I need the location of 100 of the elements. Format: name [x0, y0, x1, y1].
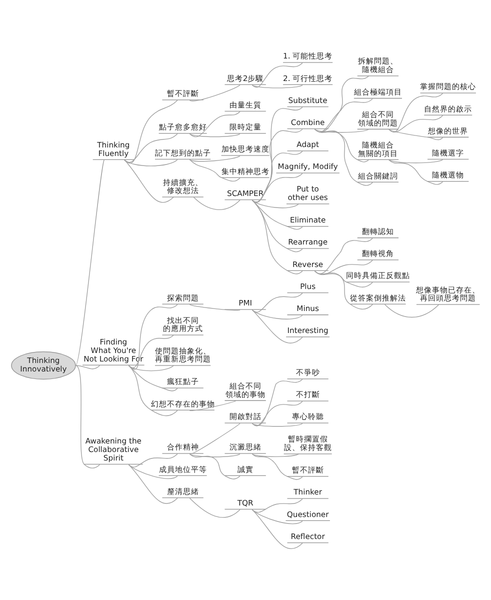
connector [189, 133, 240, 138]
node-text: Finding What You're Not Looking For [84, 338, 144, 364]
connector [314, 98, 373, 132]
node-text: 想像的世界 [428, 126, 468, 136]
node-text: 自然界的啟示 [424, 104, 472, 114]
node-text: Reflector [290, 532, 325, 541]
node-text: 思考2步驟 [226, 74, 264, 83]
connector [388, 159, 444, 164]
connector [252, 128, 303, 202]
connector [75, 365, 100, 370]
node-text: 由量生質 [229, 100, 262, 110]
node-text: Eliminate [290, 216, 326, 225]
connector [252, 310, 303, 344]
connector [252, 200, 300, 208]
node-text: 點子愈多愈好 [158, 122, 207, 132]
node-text: 1. 可能性思考 [282, 52, 333, 61]
node-text: 翻轉視角 [362, 249, 394, 258]
connector [252, 310, 303, 320]
connector [314, 238, 373, 274]
connector [189, 400, 237, 412]
node-text: 隨機選物 [432, 170, 464, 180]
connector [314, 270, 373, 310]
connector [252, 84, 303, 88]
node-text: Rearrange [288, 238, 328, 247]
connector [252, 150, 303, 202]
connector [252, 509, 303, 549]
connector [388, 115, 444, 132]
node-text: 使問題抽象化、再重新思考問題 [154, 346, 211, 364]
connector [252, 62, 303, 88]
node-text: 限時定量 [229, 122, 262, 132]
node-text: 隨機選字 [432, 148, 464, 158]
node-text: 沉澱思緒 [229, 442, 262, 452]
connector [128, 454, 178, 468]
node-text: 想像事物已存在、再回頭思考問題 [416, 285, 480, 303]
node-text: Interesting [287, 326, 328, 336]
connector [252, 454, 303, 480]
node-text: TQR [237, 498, 254, 508]
connector [189, 159, 240, 182]
node-text: 暫不評斷 [166, 89, 199, 98]
node-text: 組合關鍵詞 [358, 171, 398, 180]
connector [252, 454, 300, 458]
node-text: 從答案倒推解法 [350, 293, 406, 302]
connector [384, 304, 440, 318]
connector [252, 498, 303, 513]
node-text: 不爭吵 [296, 368, 320, 378]
node-text: Thinking Fluently [97, 140, 130, 158]
node-text: Awakening the Collaborative Spirit [85, 436, 142, 462]
node-text: 持續擴充、修改想法 [162, 178, 203, 196]
connector [128, 365, 174, 372]
connector [314, 128, 373, 186]
node-text: Put to other uses [288, 184, 328, 202]
node-text: 同時具備正反觀點 [346, 271, 410, 280]
node-text: 組合不同領域的問題 [358, 110, 398, 128]
connector [252, 106, 303, 202]
node-text: 找出不同的應用方式 [162, 316, 203, 334]
node-text: 2. 可行性思考 [282, 74, 333, 83]
connector [314, 260, 373, 275]
connector [252, 200, 303, 274]
connector [388, 128, 444, 140]
connector [252, 200, 303, 252]
connector [75, 365, 100, 468]
node-text: 拆解問題、隨機組合 [358, 56, 398, 74]
connector [193, 196, 240, 210]
node-text: Thinker [294, 488, 322, 497]
node-text: 集中精神思考 [221, 166, 270, 176]
connector [75, 159, 105, 366]
node-text: 開啟對話 [229, 412, 262, 422]
node-text: PMI [238, 298, 252, 308]
node-text: 誠實 [237, 464, 254, 474]
node-text: 合作精神 [166, 442, 199, 452]
node-text: Adapt [296, 140, 320, 150]
node-text: 翻轉認知 [362, 227, 394, 236]
node-text: 成員地位平等 [158, 464, 207, 474]
connector [189, 454, 240, 480]
node-text: 組合不同領域的事物 [225, 381, 266, 399]
node-text: Reverse [292, 260, 324, 269]
node-text: 不打斷 [296, 390, 320, 400]
connector [128, 464, 178, 480]
connector [388, 93, 444, 132]
connector [189, 156, 240, 162]
node-text: Minus [296, 304, 319, 313]
node-text: 掌握問題的核心 [420, 82, 476, 92]
connector [189, 84, 240, 102]
connector [252, 423, 303, 427]
node-text: 記下想到的點子 [154, 148, 211, 158]
node-text: 釐清思緒 [166, 486, 199, 496]
node-text: 隨機組合無關的項目 [358, 140, 398, 158]
connector [388, 159, 444, 185]
connector [252, 200, 303, 230]
node-text: 專心聆聽 [292, 412, 324, 422]
connector [128, 464, 178, 504]
node-text: Magnify, Modify [278, 162, 338, 172]
connector [124, 159, 178, 166]
node-text: 暫不評斷 [292, 466, 324, 475]
connector [189, 111, 240, 138]
connector [128, 365, 178, 416]
connector [128, 365, 178, 392]
connector [189, 454, 240, 458]
node-text: Substitute [288, 96, 328, 105]
connector [252, 378, 303, 426]
